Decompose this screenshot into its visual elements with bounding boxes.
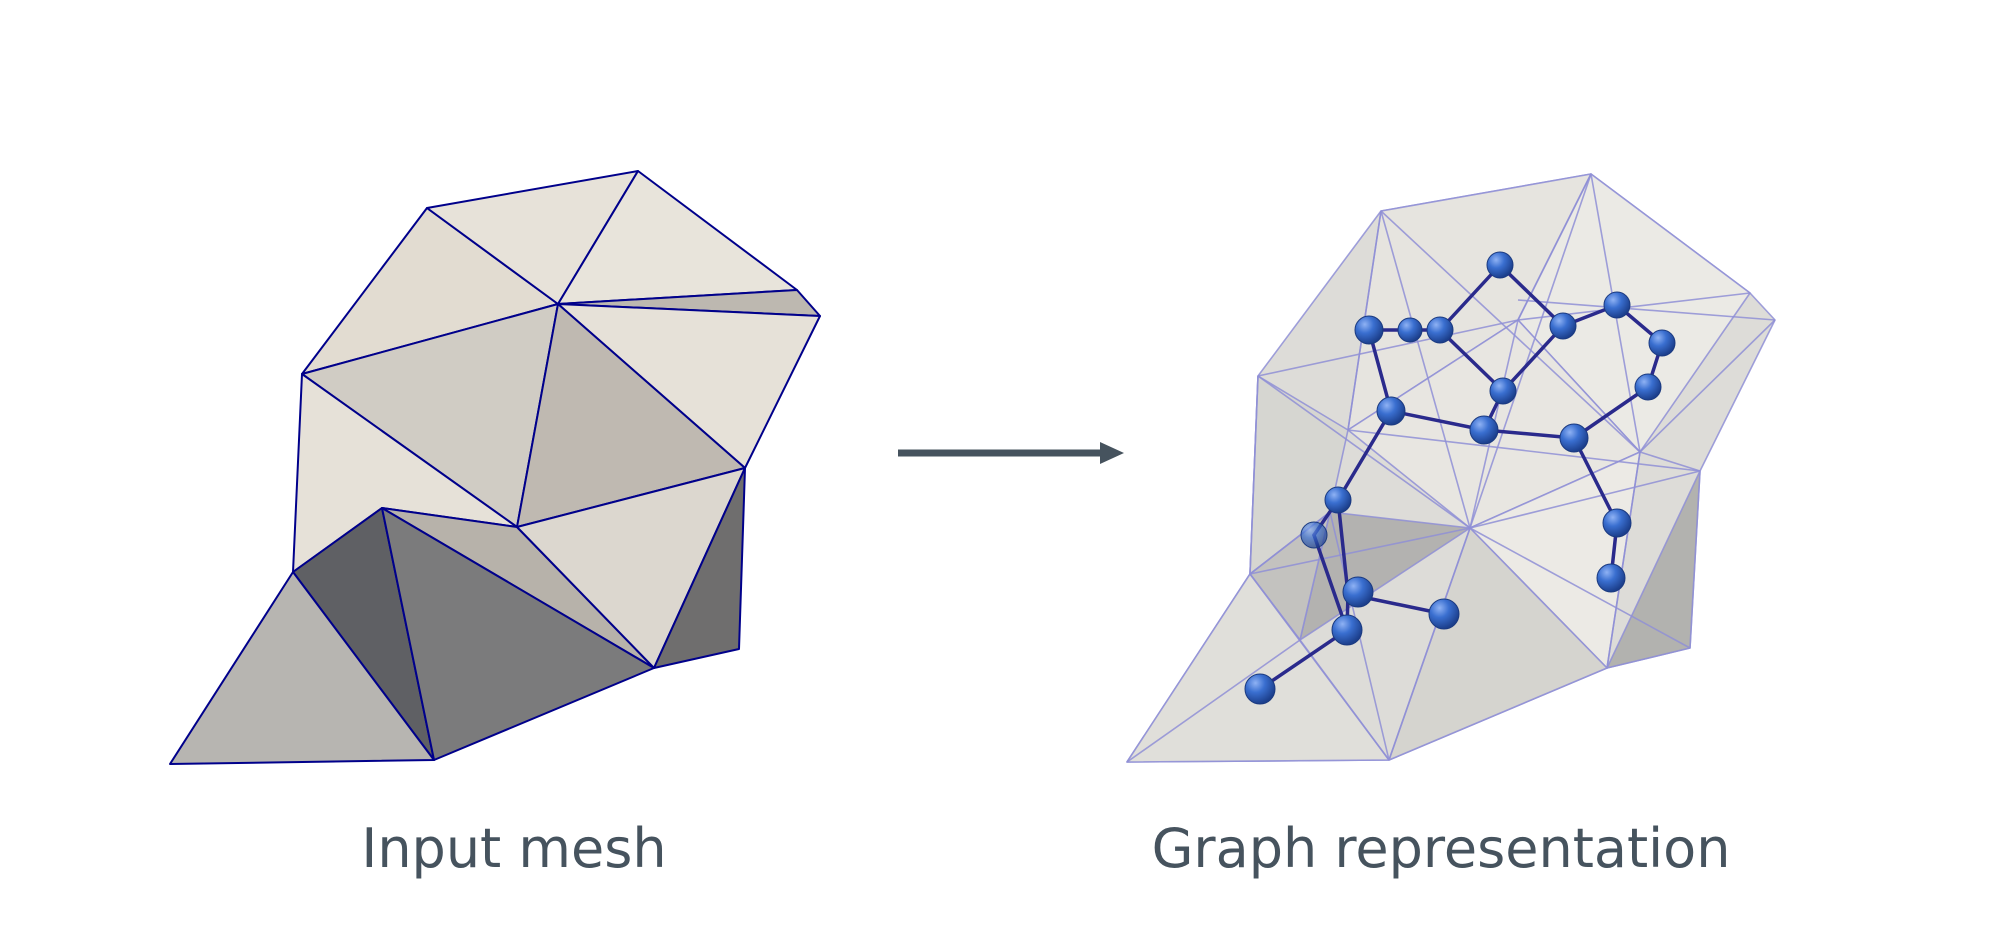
- graph-node: [1486, 251, 1514, 279]
- graph-edge: [1572, 436, 1619, 525]
- graph-node: [1469, 415, 1499, 445]
- graph-node: [1244, 673, 1276, 705]
- input-mesh-caption: Input mesh: [361, 817, 667, 880]
- graph-nodes: [1244, 251, 1676, 705]
- graph-node: [1300, 521, 1328, 549]
- graph-edge: [1498, 263, 1565, 328]
- mesh-face: [381, 507, 655, 761]
- mesh-face: [1606, 470, 1701, 669]
- graph-edge: [1258, 628, 1349, 691]
- graph-node: [1648, 329, 1676, 357]
- graph-edge: [1336, 498, 1350, 596]
- graph-edge: [1572, 385, 1650, 440]
- translucent-mesh: [1126, 173, 1776, 763]
- graph-node: [1602, 508, 1632, 538]
- graph-node: [1426, 316, 1454, 344]
- mesh-face: [653, 467, 746, 669]
- graph-node: [1342, 576, 1374, 608]
- graph-node: [1489, 377, 1517, 405]
- graph-edge: [1501, 324, 1565, 393]
- graph-node: [1397, 317, 1423, 343]
- mesh-face: [169, 571, 435, 765]
- graph-edge: [1336, 409, 1393, 502]
- graph-edge: [1438, 328, 1505, 393]
- graph-edge: [1312, 533, 1349, 632]
- graph-node: [1331, 614, 1363, 646]
- graph-node: [1428, 598, 1460, 630]
- graph-node: [1634, 373, 1662, 401]
- graph-node: [1376, 396, 1406, 426]
- graph-node: [1549, 312, 1577, 340]
- input-mesh: [169, 170, 821, 765]
- graph-node: [1354, 315, 1384, 345]
- graph-node: [1324, 486, 1352, 514]
- graph-node: [1603, 291, 1631, 319]
- right-arrow-icon: [898, 442, 1124, 464]
- graph-node: [1559, 423, 1589, 453]
- graph-edge: [1438, 263, 1502, 332]
- graph-edge: [1389, 409, 1486, 432]
- graph-edge: [1482, 428, 1576, 440]
- graph-representation-caption: Graph representation: [1151, 817, 1731, 880]
- graph-node: [1596, 563, 1626, 593]
